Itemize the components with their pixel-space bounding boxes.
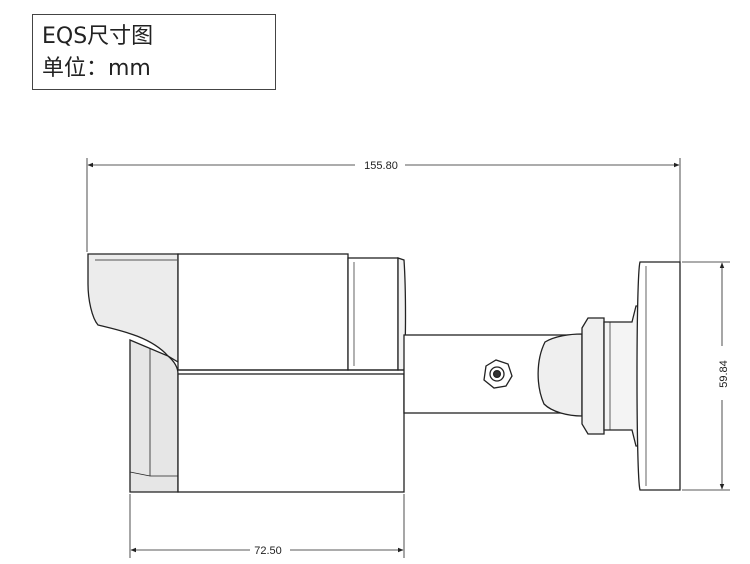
mount-neck — [581, 317, 605, 435]
lock-screw-core — [492, 369, 502, 379]
diagram-title: EQS尺寸图 — [42, 24, 154, 49]
body-length-dimension: 72.50 — [129, 494, 405, 558]
lower-front — [129, 339, 179, 493]
mount-collar — [603, 305, 641, 447]
upper-rear — [347, 257, 399, 371]
bracket-arm — [403, 333, 583, 417]
lower-body — [177, 373, 405, 493]
ball-joint — [537, 333, 583, 417]
body-length-label: 72.50 — [254, 545, 282, 557]
wall-mount — [581, 261, 681, 491]
mount-base — [636, 261, 681, 491]
title-box: EQS尺寸图 单位：mm — [32, 14, 276, 90]
unit-label: 单位：mm — [42, 56, 151, 81]
camera-housing — [87, 253, 407, 493]
overall-length-dimension: 155.80 — [86, 158, 681, 262]
overall-length-label: 155.80 — [364, 160, 398, 172]
mount-height-dimension: 59.84 — [682, 261, 730, 491]
upper-body — [177, 253, 349, 371]
lower-front-step — [129, 471, 178, 477]
mount-height-label: 59.84 — [718, 360, 730, 388]
